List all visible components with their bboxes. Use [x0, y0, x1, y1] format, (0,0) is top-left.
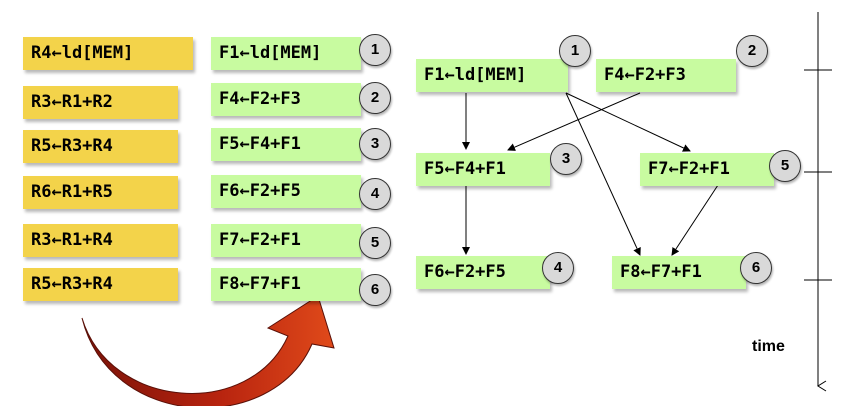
edge-1-6	[565, 92, 641, 256]
graph-badge-2: 2	[736, 35, 768, 67]
graph-node-4: F6←F2+F5	[416, 256, 550, 289]
renamed-number-badge-6: 6	[359, 274, 391, 306]
graph-node-6: F8←F7+F1	[612, 256, 746, 289]
renamed-instruction-6: F8←F7+F1	[211, 268, 361, 301]
renamed-number-badge-3: 3	[359, 128, 391, 160]
renamed-number-badge-5: 5	[359, 227, 391, 259]
original-instruction-2: R3←R1+R2	[23, 86, 178, 119]
graph-badge-4: 4	[542, 252, 574, 284]
original-instruction-4: R6←R1+R5	[23, 176, 178, 209]
time-axis-label: time	[752, 338, 785, 355]
graph-badge-1: 1	[559, 35, 591, 67]
renamed-number-badge-1: 1	[359, 34, 391, 66]
original-instruction-5: R3←R1+R4	[23, 224, 178, 257]
original-instruction-3: R5←R3+R4	[23, 130, 178, 163]
renamed-instruction-2: F4←F2+F3	[211, 83, 361, 116]
original-instruction-6: R5←R3+R4	[23, 268, 178, 301]
renamed-number-badge-4: 4	[359, 178, 391, 210]
edge-2-3	[507, 92, 641, 151]
original-instruction-1: R4←ld[MEM]	[23, 37, 193, 70]
graph-node-1: F1←ld[MEM]	[416, 59, 568, 92]
renamed-number-badge-2: 2	[359, 82, 391, 114]
graph-node-5: F7←F2+F1	[640, 153, 774, 186]
renamed-instruction-4: F6←F2+F5	[211, 175, 361, 208]
graph-node-2: F4←F2+F3	[596, 59, 736, 92]
renamed-instruction-1: F1←ld[MEM]	[211, 37, 361, 70]
graph-badge-3: 3	[550, 143, 582, 175]
graph-badge-6: 6	[740, 252, 772, 284]
edge-5-6	[671, 184, 719, 256]
graph-node-3: F5←F4+F1	[416, 153, 550, 186]
renamed-instruction-5: F7←F2+F1	[211, 224, 361, 257]
renamed-instruction-3: F5←F4+F1	[211, 128, 361, 161]
graph-badge-5: 5	[769, 150, 801, 182]
edge-1-5	[565, 92, 691, 152]
